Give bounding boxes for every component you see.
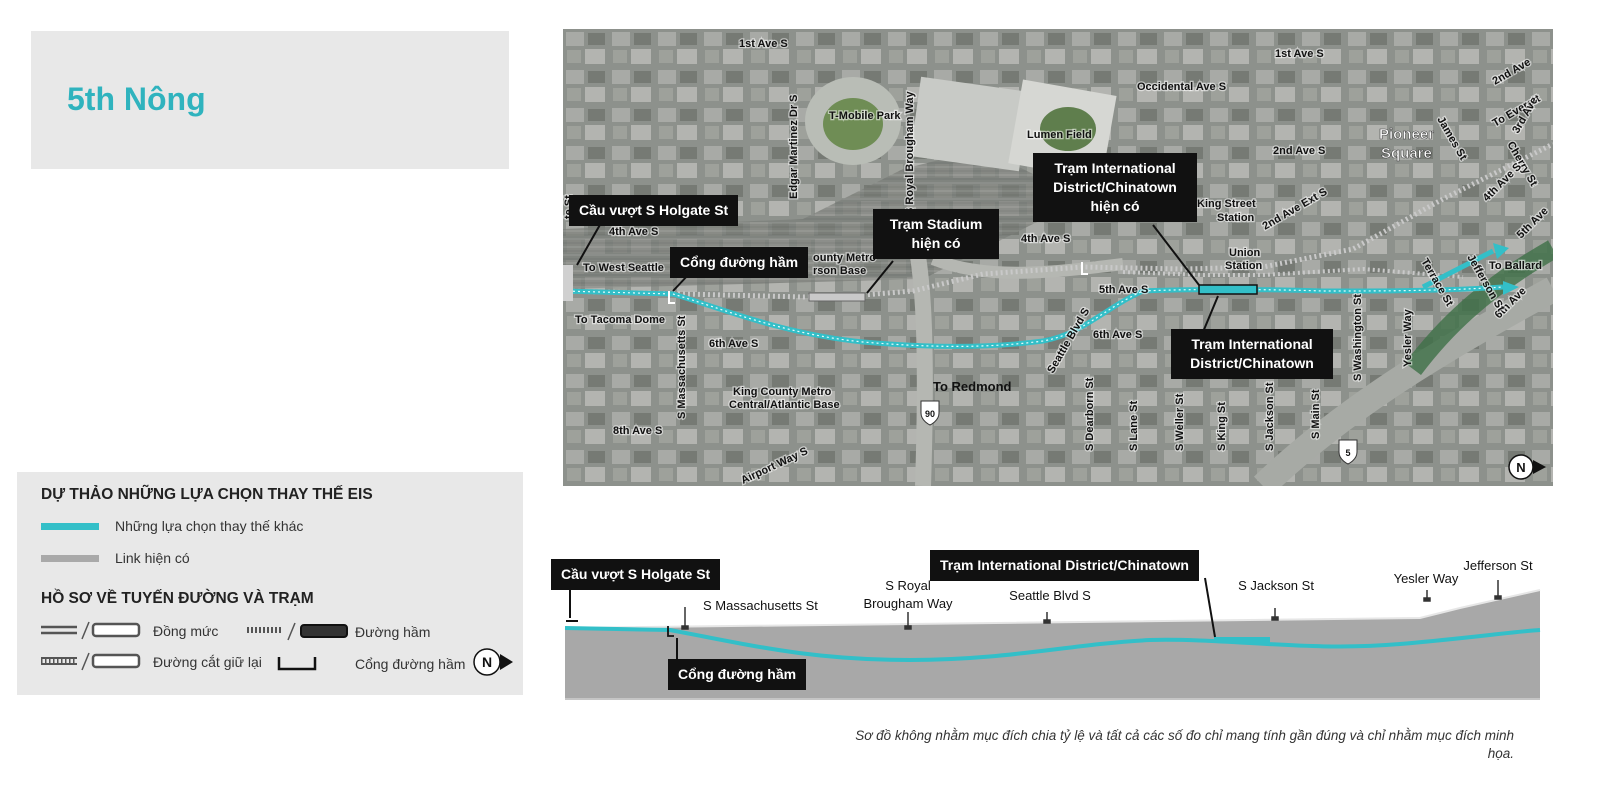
profile-jefferson-label: Jefferson St	[1463, 558, 1533, 573]
label-king-street-station-2: Station	[1217, 212, 1255, 224]
profile-callout-holgate: Cầu vượt S Holgate St	[551, 559, 721, 590]
label-pioneer-square-1: Pioneer	[1379, 126, 1434, 143]
label-king-county-central-1: King County Metro	[733, 386, 832, 398]
profile-yesler-label: Yesler Way	[1394, 571, 1459, 586]
svg-text:N: N	[1516, 460, 1525, 475]
profile-jackson-label: S Jackson St	[1238, 578, 1314, 593]
north-arrow-icon: N	[473, 648, 513, 676]
page-title: 5th Nông	[67, 81, 206, 117]
callout-tunnel-portal: Cổng đường hầm	[670, 247, 809, 278]
portal-icon	[277, 657, 317, 671]
to-ballard-arrow	[1503, 281, 1519, 295]
profile-royal-brougham-label-1: S Royal	[885, 578, 931, 593]
legend-retained-cut-label: Đường cắt giữ lại	[153, 654, 262, 670]
profile-callout-portal: Cổng đường hầm	[668, 659, 807, 690]
i5-shield-icon: 5	[1338, 439, 1358, 465]
legend-heading-alternatives: DỰ THẢO NHỮNG LỰA CHỌN THAY THẾ EIS	[41, 486, 373, 503]
legend-at-grade-label: Đồng mức	[153, 623, 219, 639]
legend-item-existing-link: Link hiện có	[115, 550, 190, 566]
map-north-arrow-icon: N	[1508, 454, 1546, 480]
label-1st-ave-b: 1st Ave S	[1275, 48, 1324, 60]
route-map: 90 5 N 1st Ave S 1st Ave S Occidental Av…	[563, 29, 1553, 486]
label-king: S King St	[1216, 402, 1228, 451]
at-grade-icon	[41, 621, 141, 640]
existing-link-swatch	[41, 555, 99, 562]
label-jackson: S Jackson St	[1264, 382, 1276, 451]
svg-text:5: 5	[1345, 448, 1350, 458]
map-portal-icon	[668, 291, 675, 304]
callout-holgate-overpass: Cầu vượt S Holgate St	[569, 195, 739, 226]
scale-disclaimer-note: Sơ đồ không nhằm mục đích chia tỷ lệ và …	[855, 728, 1514, 761]
label-to-redmond: To Redmond	[933, 379, 1012, 394]
lumen-field-stadium	[909, 76, 1031, 172]
label-weller: S Weller St	[1174, 393, 1186, 451]
stadium-station	[808, 292, 866, 302]
label-to-west-seattle: To West Seattle	[583, 262, 664, 274]
callout-idc-new-station: Trạm International District/Chinatown	[1171, 329, 1333, 379]
label-to-tacoma-dome: To Tacoma Dome	[575, 314, 665, 326]
label-pioneer-square-2: Square	[1381, 145, 1432, 162]
callout-idc-existing-station: Trạm International District/Chinatown hi…	[1033, 153, 1197, 222]
profile-seattle-blvd-label: Seattle Blvd S	[1009, 588, 1091, 603]
label-lane: S Lane St	[1128, 401, 1140, 451]
legend-item-alternatives: Những lựa chọn thay thế khác	[115, 518, 304, 534]
label-edgar-martinez: Edgar Martinez Dr S	[788, 94, 800, 199]
svg-text:N: N	[482, 654, 492, 670]
label-lumen-field: Lumen Field	[1027, 129, 1092, 141]
i90-shield-icon: 90	[920, 400, 940, 426]
alternative-line-swatch	[41, 523, 99, 530]
svg-text:90: 90	[925, 409, 935, 419]
callout-stadium-station: Trạm Stadium hiện có	[873, 209, 999, 259]
legend-panel: DỰ THẢO NHỮNG LỰA CHỌN THAY THẾ EIS Nhữn…	[17, 472, 523, 695]
profile-massachusetts-label: S Massachusetts St	[703, 598, 818, 613]
profile-route-line	[564, 626, 1541, 663]
label-king-street-station-1: King Street	[1197, 198, 1256, 210]
label-tmobile-park: T-Mobile Park	[829, 110, 901, 122]
holgate-overpass	[563, 265, 573, 301]
label-yesler: Yesler Way	[1402, 308, 1414, 367]
label-8th-ave: 8th Ave S	[613, 425, 662, 437]
label-5th-ave: 5th Ave S	[1099, 284, 1148, 296]
profile-callout-idc: Trạm International District/Chinatown	[930, 550, 1199, 581]
label-to-ballard: To Ballard	[1489, 260, 1542, 272]
label-main: S Main St	[1310, 389, 1322, 439]
label-6th-ave-b: 6th Ave S	[1093, 329, 1142, 341]
idc-new-station	[1198, 284, 1258, 295]
label-washington: S Washington St	[1352, 294, 1364, 381]
label-dearborn: S Dearborn St	[1084, 377, 1096, 451]
label-4th-ave-a: 4th Ave S	[609, 226, 658, 238]
tunnel-icon	[247, 622, 348, 641]
retained-cut-icon	[41, 652, 141, 671]
legend-portal-label: Cổng đường hầm	[355, 656, 466, 672]
label-royal-brougham: S Royal Brougham Way	[904, 90, 916, 215]
label-6th-ave-a: 6th Ave S	[709, 338, 758, 350]
label-county-metro-1: ounty Metro	[813, 252, 876, 264]
profile-royal-brougham-label-2: Brougham Way	[863, 596, 953, 611]
route-profile: S Massachusetts St S Royal Brougham Way …	[550, 540, 1550, 710]
label-2nd-ave: 2nd Ave S	[1273, 145, 1325, 157]
profile-idc-station	[1214, 637, 1270, 643]
to-ballard-arrow-upper	[1493, 243, 1509, 259]
label-1st-ave-a: 1st Ave S	[739, 38, 788, 50]
label-county-metro-2: rson Base	[813, 265, 866, 277]
label-king-county-central-2: Central/Atlantic Base	[729, 399, 840, 411]
label-4th-ave-b: 4th Ave S	[1021, 233, 1070, 245]
label-s-massachusetts: S Massachusetts St	[676, 315, 688, 419]
title-panel: 5th Nông	[31, 31, 509, 169]
label-occidental: Occidental Ave S	[1137, 81, 1226, 93]
legend-heading-profile: HỒ SƠ VỀ TUYẾN ĐƯỜNG VÀ TRẠM	[41, 590, 314, 607]
label-union-station-1: Union	[1229, 247, 1260, 259]
label-union-station-2: Station	[1225, 260, 1263, 272]
legend-tunnel-label: Đường hầm	[355, 624, 431, 640]
